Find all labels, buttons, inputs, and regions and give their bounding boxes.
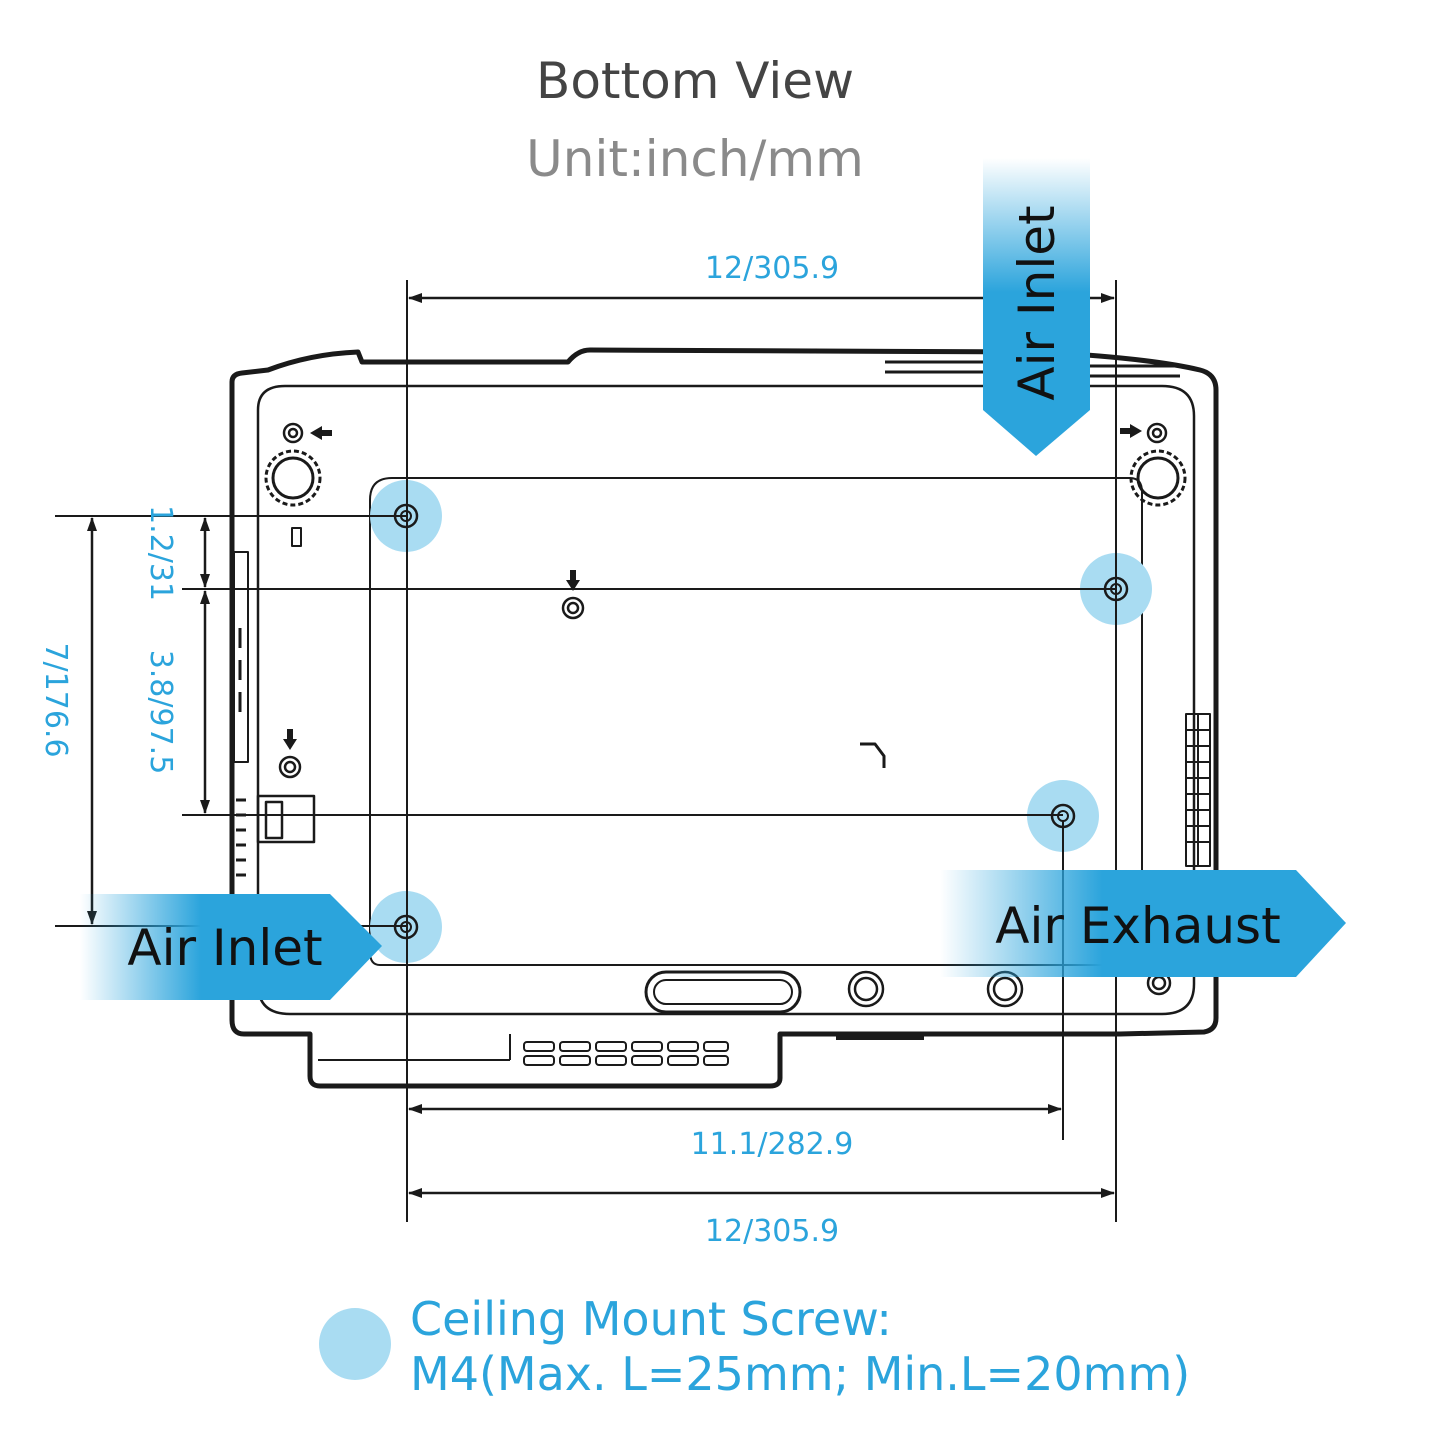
air-inlet-left-label: Air Inlet [127,919,322,977]
dim-label-top-width: 12/305.9 [705,251,839,286]
adjustable-foot-left [264,449,322,507]
bottom-vent [318,1034,729,1066]
base-inner-outline [256,384,1196,1016]
bracket-mark [860,742,886,768]
housing-outline [229,347,1219,1089]
bottom-handle [644,970,802,1014]
dim-label-left-offset: 1.2/31 [143,505,178,601]
projector-body [229,347,1219,1089]
legend-spec: M4(Max. L=25mm; Min.L=20mm) [410,1347,1191,1401]
air-exhaust-label: Air Exhaust [995,897,1280,955]
extension-lines [55,280,1117,1222]
dim-label-screw-span: 11.1/282.9 [691,1127,854,1162]
left-side-panel [233,551,249,763]
air-inlet-left-arrow: Air Inlet [80,894,382,1000]
diagram-title: Bottom View [536,52,854,110]
dimension-lines [87,293,1115,1198]
small-marker [291,527,302,547]
air-inlet-top-label: Air Inlet [1008,205,1066,400]
unit-label: Unit:inch/mm [526,130,864,188]
top-vent [885,360,1180,378]
air-inlet-top-arrow: Air Inlet [983,158,1090,456]
legend-title: Ceiling Mount Screw: [410,1292,892,1346]
hole-arrow-marks [283,424,1142,750]
dimension-labels: 12/305.9 11.1/282.9 12/305.9 1.2/31 3.8/… [38,251,853,1249]
security-lock-slot [256,794,316,844]
legend-screw-swatch [319,1308,391,1380]
dim-label-bottom-width: 12/305.9 [705,1214,839,1249]
adjustable-foot-right [1129,449,1187,507]
dim-label-left-height: 7/176.6 [38,642,73,757]
air-exhaust-arrow: Air Exhaust [940,870,1346,977]
dim-label-left-spacing: 3.8/97.5 [143,650,178,775]
